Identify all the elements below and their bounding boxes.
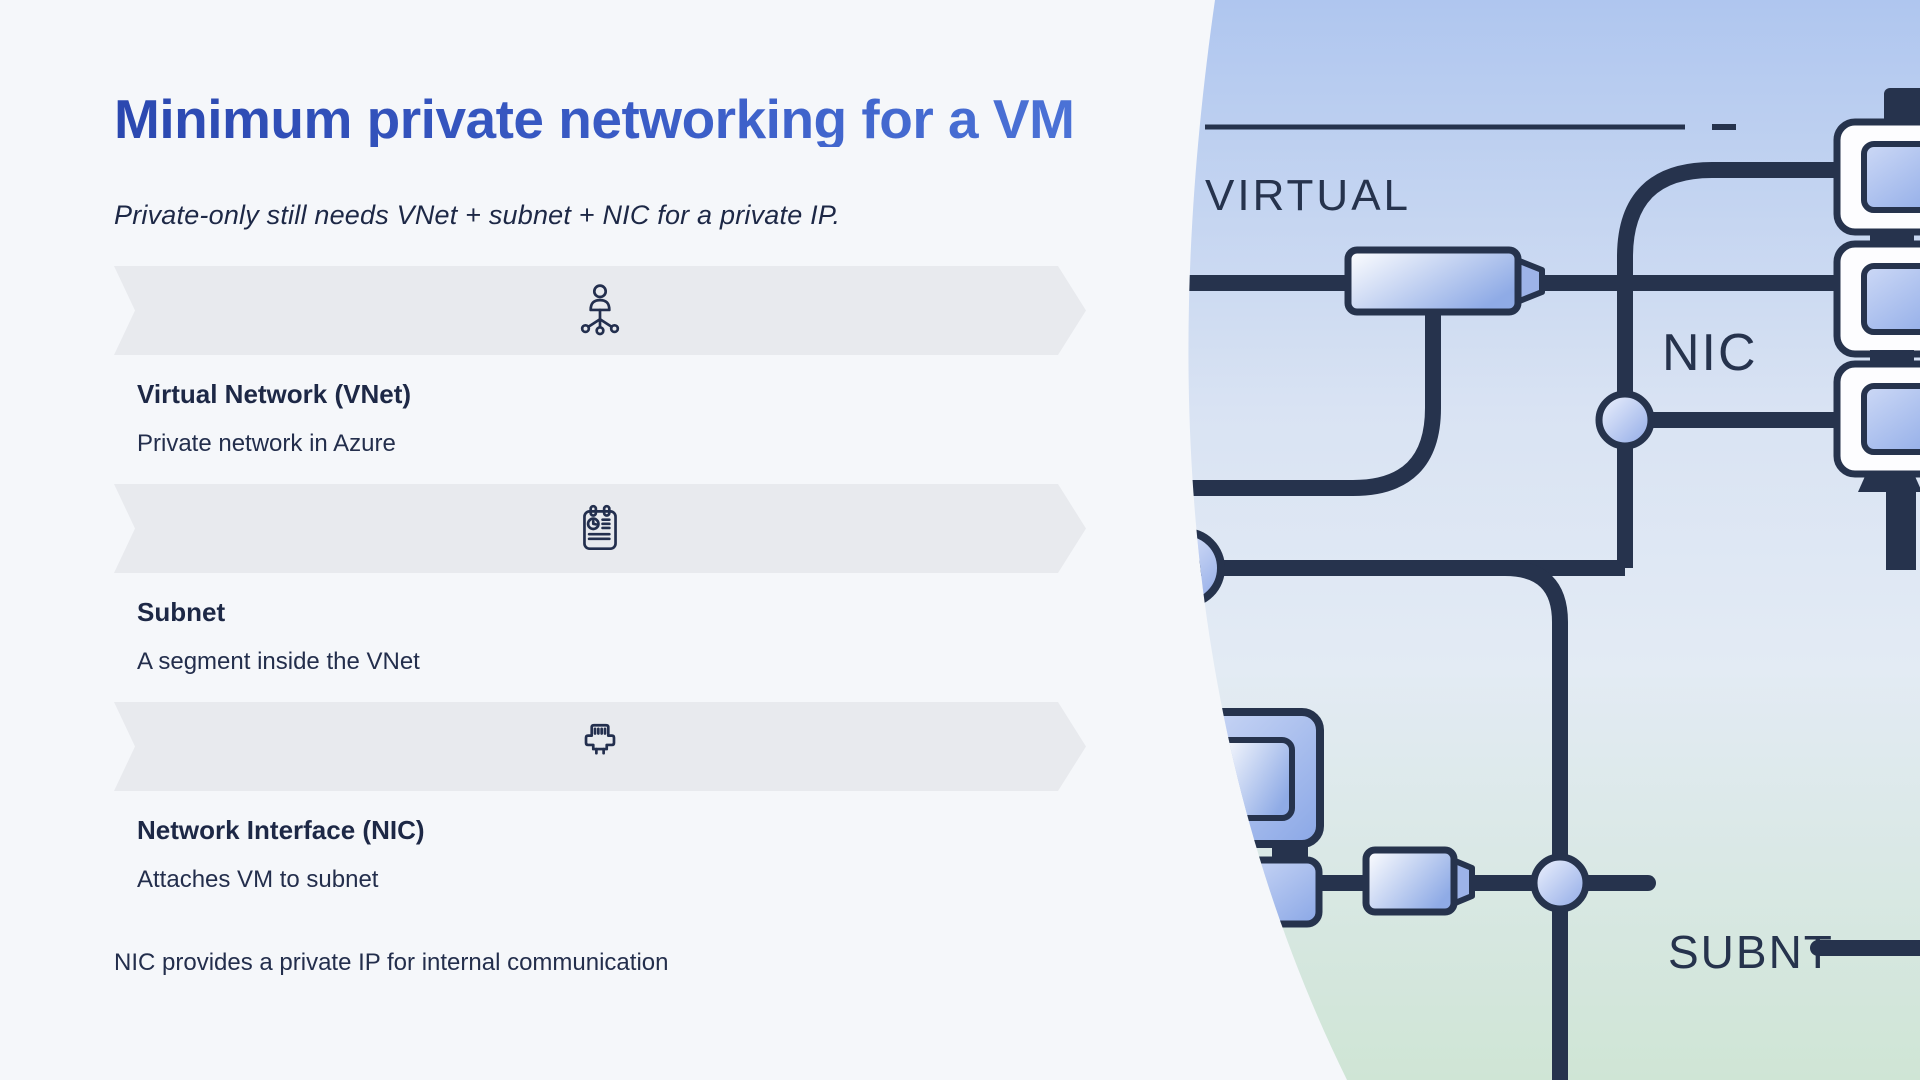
- server-screen-3: [1861, 383, 1920, 455]
- nic-heading: Network Interface (NIC): [137, 815, 425, 845]
- subnet-node: [1530, 853, 1590, 913]
- nic-node: [1595, 390, 1655, 450]
- user-network-icon: [572, 282, 628, 340]
- nic-banner: [114, 702, 1086, 791]
- vnet-description: Private network in Azure: [137, 430, 396, 457]
- vnet-banner: [114, 266, 1086, 355]
- edge-node: [1188, 528, 1225, 608]
- vnet-box: [1344, 246, 1522, 316]
- page-title: Minimum private networking for a VM: [114, 88, 1075, 150]
- nic-label: NIC: [1662, 324, 1758, 382]
- server-screen-2: [1861, 263, 1920, 335]
- gateway-box: [1362, 846, 1458, 916]
- server-pedestal-stub: [1886, 492, 1916, 570]
- footnote: NIC provides a private IP for internal c…: [114, 949, 669, 976]
- virtual-label: VIRTUAL: [1205, 171, 1411, 220]
- nic-vertical-line: [1617, 162, 1852, 568]
- server-screen-1: [1861, 141, 1920, 213]
- subnet-label: SUBNT: [1668, 926, 1834, 978]
- subnet-heading: Subnet: [137, 597, 226, 627]
- nic-description: Attaches VM to subnet: [137, 866, 379, 893]
- subnet-drop-line: [1504, 560, 1568, 1080]
- server-top-tab: [1884, 88, 1920, 124]
- vnet-branch-line: [1188, 308, 1441, 496]
- ethernet-plug-icon: [572, 718, 628, 776]
- clipboard-icon: [572, 500, 628, 558]
- subnet-description: A segment inside the VNet: [137, 648, 420, 675]
- server-pedestal: [1858, 474, 1920, 492]
- subtitle: Private-only still needs VNet + subnet +…: [114, 200, 841, 230]
- subnet-banner: [114, 484, 1086, 573]
- vnet-heading: Virtual Network (VNet): [137, 379, 412, 409]
